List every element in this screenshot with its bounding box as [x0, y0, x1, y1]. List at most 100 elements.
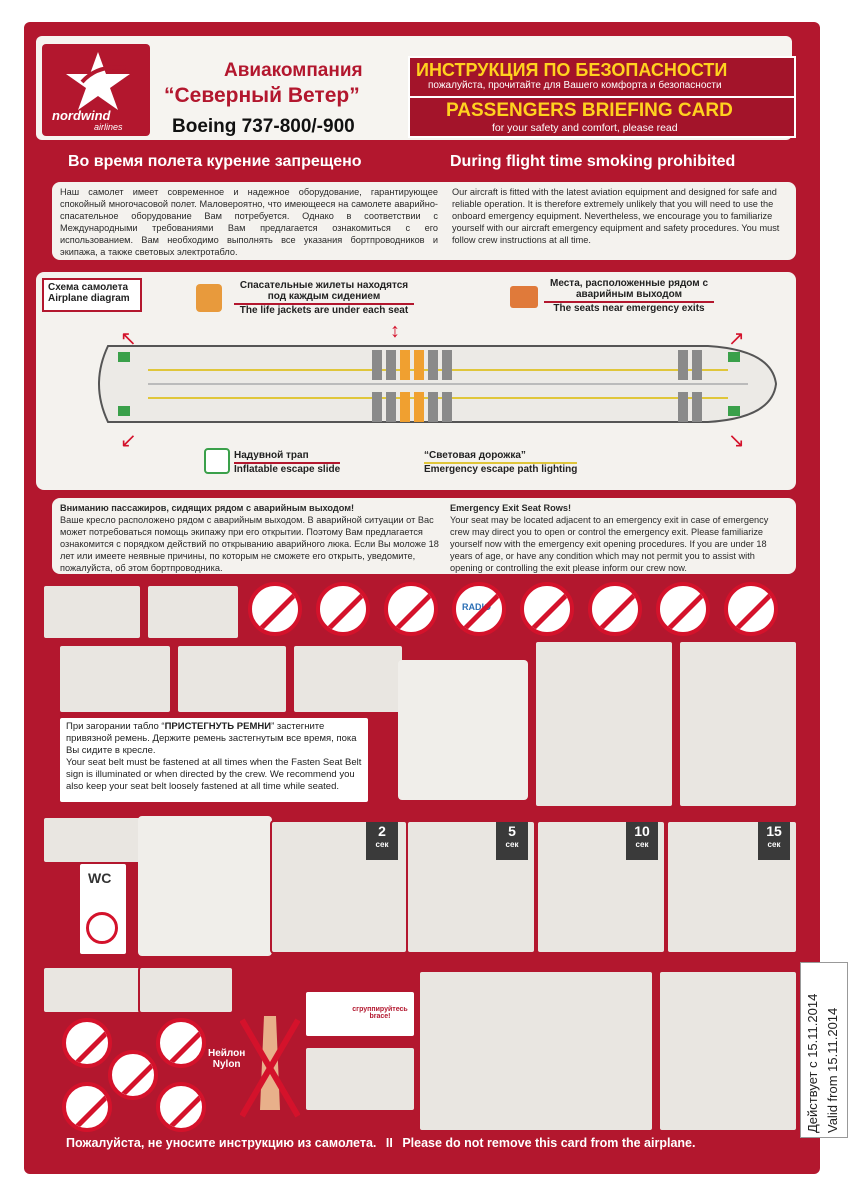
- brace-position-illustration: [418, 970, 654, 1132]
- diagram-label-ru: Схема самолета: [48, 282, 129, 293]
- seatback-upright-illustration: [534, 640, 674, 808]
- headphones-icon: [316, 582, 370, 636]
- logo-word: nordwind: [52, 108, 111, 123]
- toy-car-icon: [520, 582, 574, 636]
- footer-ru: Пожалуйста, не уносите инструкцию из сам…: [66, 1136, 377, 1150]
- slide-note: Надувной трап Inflatable escape slide: [234, 450, 341, 475]
- life-jackets-note: Спасательные жилеты находятся под каждым…: [234, 280, 414, 316]
- takeoff-illustration: [42, 584, 142, 640]
- footer: Пожалуйста, не уносите инструкцию из сам…: [66, 1136, 695, 1150]
- star-bird-icon: [66, 52, 130, 110]
- oxygen-connect-illustration: [304, 1046, 416, 1112]
- company-name-ru: “Северный Ветер”: [164, 84, 360, 107]
- seatbelt-ru-post: ” застегните привязной ремень. Держите р…: [66, 721, 357, 756]
- no-smoking-icon: [86, 912, 118, 944]
- title-ru-box: ИНСТРУКЦИЯ ПО БЕЗОПАСНОСТИ пожалуйста, п…: [408, 56, 796, 98]
- ditching-land-illustration: [42, 966, 142, 1014]
- title-ru: ИНСТРУКЦИЯ ПО БЕЗОПАСНОСТИ: [416, 60, 728, 80]
- exit-rows-body-ru: Ваше кресло расположено рядом с аварийны…: [60, 515, 439, 573]
- exit-arrow-icon: ↙: [120, 430, 137, 452]
- exit-seats-en: The seats near emergency exits: [544, 301, 714, 314]
- no-pens-icon: [62, 1018, 112, 1068]
- exit-rows-ru: Вниманию пассажиров, сидящих рядом с ава…: [60, 502, 440, 574]
- diagram-label-box: Схема самолета Airplane diagram: [42, 278, 142, 312]
- exit-seats-ru: Места, расположенные рядом с аварийным в…: [549, 278, 709, 300]
- brace-mask-illustration: сгруппируйтесь brace!: [304, 990, 416, 1038]
- seatbelt-ru-pre: При загорании табло “: [66, 721, 165, 732]
- seatbelt-fasten-illustration: [58, 644, 172, 714]
- ditching-water-illustration: [138, 966, 234, 1014]
- intro-ru: Наш самолет имеет современное и надежное…: [60, 187, 438, 257]
- cd-player-icon: [384, 582, 438, 636]
- subtitle-ru: пожалуйста, прочитайте для Вашего комфор…: [428, 80, 722, 91]
- no-nylon-icon: [239, 1010, 301, 1122]
- exit-arrow-icon: ↕: [390, 320, 400, 342]
- airplane-cabin-diagram: [98, 345, 778, 423]
- footer-en: Please do not remove this card from the …: [402, 1136, 696, 1150]
- subtitle-en: for your safety and comfort, please read: [492, 122, 678, 134]
- timer-unit: сек: [767, 840, 781, 849]
- timer-unit: сек: [505, 840, 519, 849]
- seatbelt-text-box: При загорании табло “ПРИСТЕГНУТЬ РЕМНИ” …: [58, 716, 370, 804]
- mobile-phone-icon: [588, 582, 642, 636]
- airplane-small-illustration: [42, 816, 142, 864]
- path-ru: “Световая дорожка”: [424, 450, 526, 461]
- no-smoking-en: During flight time smoking prohibited: [450, 153, 736, 170]
- exit-seats-note: Места, расположенные рядом с аварийным в…: [544, 278, 714, 314]
- company-label-ru: Авиакомпания: [224, 60, 363, 81]
- nylon-en: Nylon: [212, 1059, 241, 1070]
- no-smoking-passenger-illustration: [138, 816, 272, 956]
- no-comb-icon: [156, 1018, 206, 1068]
- brace-label: сгруппируйтесь brace!: [352, 1006, 408, 1020]
- footer-sep: II: [385, 1136, 393, 1150]
- aircraft-type: Boeing 737-800/-900: [172, 116, 355, 137]
- seatbelt-release-illustration: [292, 644, 404, 714]
- life-jackets-ru: Спасательные жилеты находятся под каждым…: [239, 280, 409, 302]
- diagram-label-en: Airplane diagram: [48, 293, 130, 304]
- exit-rows-body-en: Your seat may be located adjacent to an …: [450, 515, 769, 573]
- seatbelt-en: Your seat belt must be fastened at all t…: [66, 757, 362, 792]
- overhead-bin-illustration: [398, 660, 528, 800]
- timer-num: 15: [766, 823, 782, 839]
- wc-label: WC: [88, 870, 112, 886]
- nordwind-logo: nordwind airlines: [42, 44, 150, 136]
- timer-num: 5: [508, 823, 516, 839]
- exit-arrow-icon: ↗: [728, 328, 745, 350]
- exit-rows-en: Emergency Exit Seat Rows! Your seat may …: [450, 502, 790, 574]
- seatbelt-ru: При загорании табло “ПРИСТЕГНУТЬ РЕМНИ” …: [66, 721, 362, 757]
- timer-num: 10: [634, 823, 650, 839]
- exit-rows-title-en: Emergency Exit Seat Rows!: [450, 503, 572, 513]
- laptop-icon: [248, 582, 302, 636]
- stamp-ru: Действует с 15.11.2014: [805, 993, 820, 1133]
- radio-icon: RADIO: [452, 582, 506, 636]
- intro-en: Our aircraft is fitted with the latest a…: [452, 187, 780, 245]
- escape-slide-icon: [204, 448, 230, 474]
- no-smoking-ru: Во время полета курение запрещено: [68, 153, 362, 170]
- stamp-en: Valid from 15.11.2014: [825, 1007, 840, 1133]
- no-tie-icon: [156, 1082, 206, 1132]
- path-en: Emergency escape path lighting: [424, 462, 578, 475]
- validity-stamp: Действует с 15.11.2014 Valid from 15.11.…: [800, 962, 848, 1138]
- landing-illustration: [146, 584, 240, 640]
- timer-unit: сек: [375, 840, 389, 849]
- slide-ru: Надувной трап: [234, 450, 309, 461]
- no-glasses-icon: [108, 1050, 158, 1100]
- nylon-label: Нейлон Nylon: [208, 1048, 245, 1070]
- slide-en: Inflatable escape slide: [234, 462, 341, 475]
- radio-label: RADIO: [462, 602, 491, 612]
- no-high-heels-icon: [62, 1082, 112, 1132]
- title-en-box: PASSENGERS BRIEFING CARD for your safety…: [408, 96, 796, 138]
- exit-seat-icon: [510, 286, 538, 308]
- exit-rows-title-ru: Вниманию пассажиров, сидящих рядом с ава…: [60, 503, 355, 513]
- shaver-icon: [656, 582, 710, 636]
- intro-panel: [52, 182, 796, 260]
- timer-unit: сек: [635, 840, 649, 849]
- exit-rows-panel: [52, 498, 796, 574]
- seated-passenger-illustration: [678, 640, 798, 808]
- cigarette-icon: [724, 582, 778, 636]
- path-lighting-note: “Световая дорожка” Emergency escape path…: [424, 450, 578, 475]
- exit-arrow-icon: ↖: [120, 328, 137, 350]
